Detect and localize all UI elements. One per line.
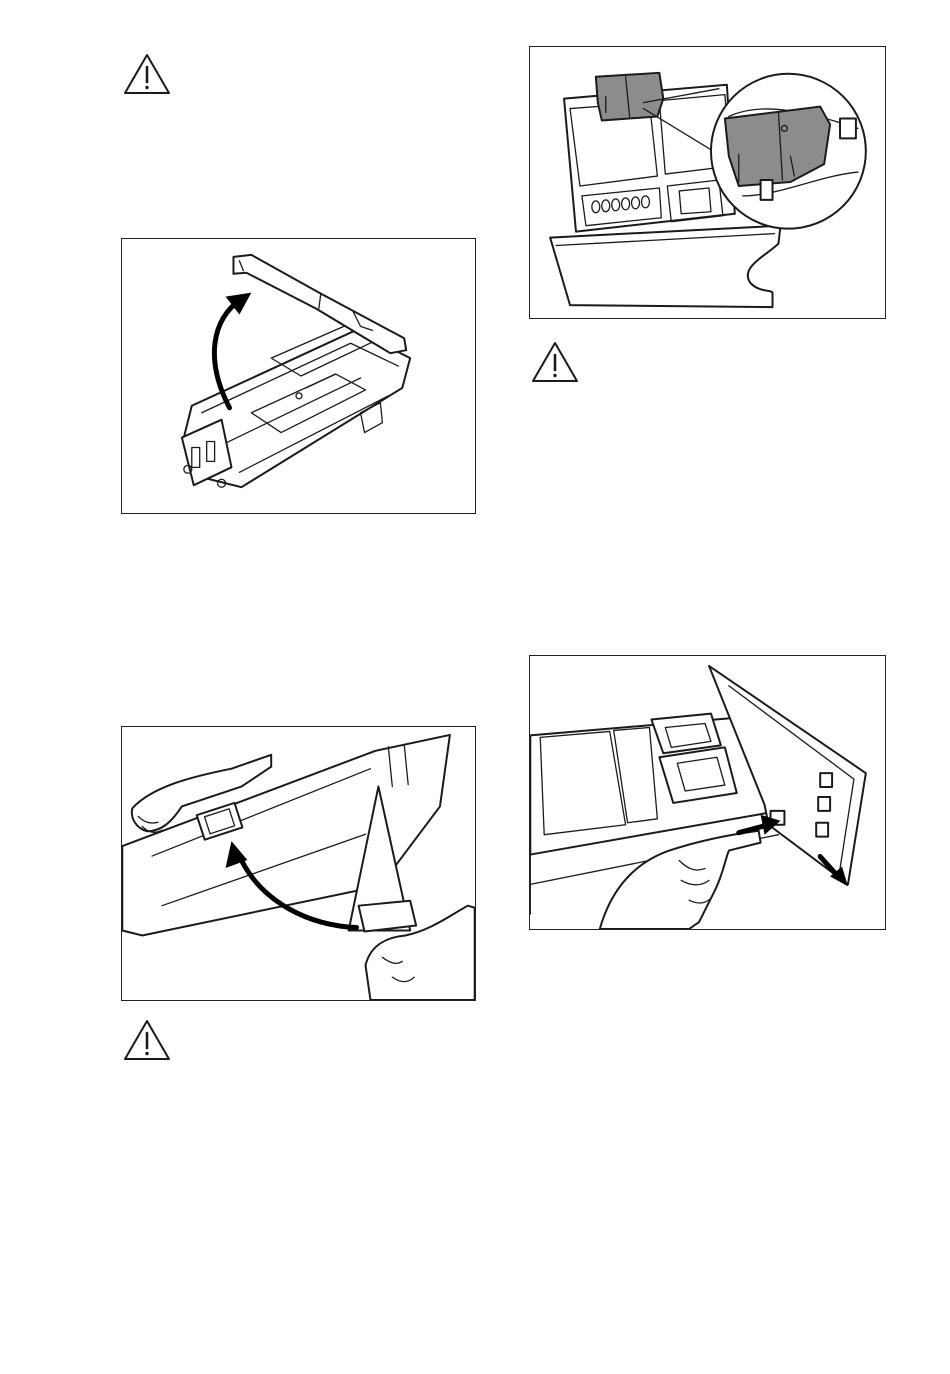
figure-lift-cover xyxy=(121,238,476,514)
warning-icon xyxy=(122,52,172,96)
warning-icon xyxy=(122,1018,172,1062)
figure-remove-siphon xyxy=(121,726,476,1001)
figure-drawer-detail xyxy=(529,46,886,319)
warning-icon xyxy=(530,340,580,384)
figure-drawer-release xyxy=(529,655,886,930)
